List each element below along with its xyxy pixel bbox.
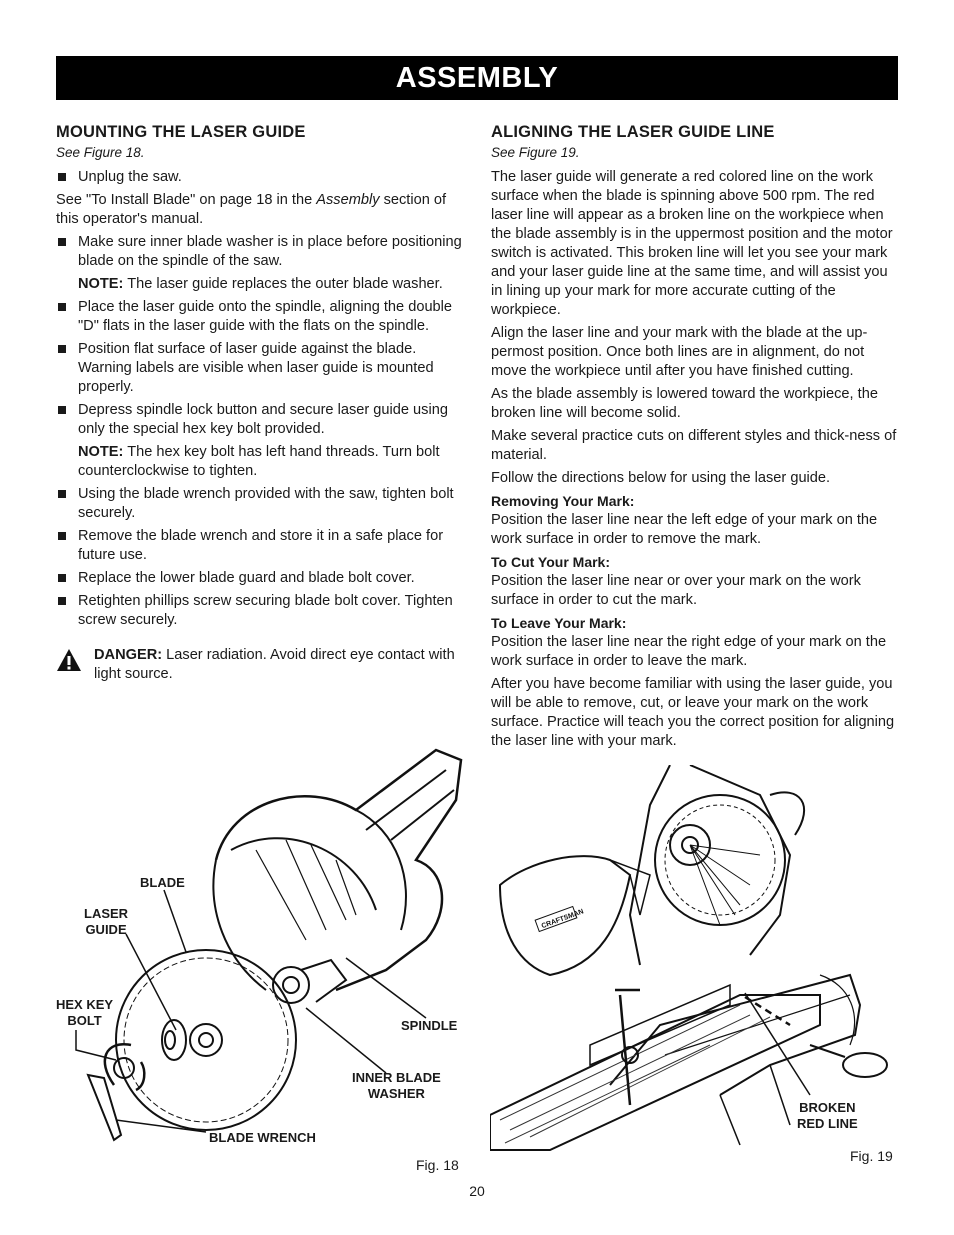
step-depress-lock: Depress spindle lock button and secure l… [56, 401, 462, 439]
label-laser-guide: LASER GUIDE [84, 906, 128, 938]
page-title: ASSEMBLY [395, 62, 559, 94]
step-position-surface: Position flat surface of laser guide aga… [56, 340, 462, 397]
label-blade: BLADE [140, 875, 185, 890]
danger-label: DANGER: [94, 647, 163, 663]
follow-paragraph: Follow the directions below for using th… [491, 470, 831, 486]
label-laser-guide-line1: LASER [84, 906, 129, 921]
page-number: 20 [469, 1183, 485, 1199]
removing-mark-heading: Removing Your Mark: [491, 493, 635, 509]
see-figure-18: See Figure 18. [56, 145, 145, 160]
label-blade-wrench: BLADE WRENCH [209, 1130, 316, 1145]
left-column: MOUNTING THE LASER GUIDE See Figure 18. … [56, 122, 462, 684]
note-left-hand-threads: NOTE: The hex key bolt has left hand thr… [56, 443, 462, 481]
label-hex-key-line1: HEX KEY [56, 997, 114, 1012]
step-unplug: Unplug the saw. [56, 168, 462, 187]
warning-triangle-icon [57, 649, 81, 671]
leave-mark-text: Position the laser line near the right e… [491, 634, 887, 669]
figure-18-illustration [75, 748, 463, 1142]
step-remove-wrench: Remove the blade wrench and store it in … [56, 527, 462, 565]
section-banner: ASSEMBLY [56, 56, 898, 100]
cut-mark-text: Position the laser line near or over you… [491, 573, 861, 608]
step-tighten-bolt: Using the blade wrench provided with the… [56, 485, 462, 523]
note-outer-washer: NOTE: The laser guide replaces the outer… [56, 275, 462, 294]
label-inner-washer-line1: INNER BLADE [352, 1070, 441, 1085]
note-label: NOTE: [78, 444, 124, 460]
aligning-heading: ALIGNING THE LASER GUIDE LINE [491, 123, 775, 141]
label-broken-line1: BROKEN [799, 1100, 856, 1115]
mounting-heading: MOUNTING THE LASER GUIDE [56, 123, 306, 141]
label-inner-blade-washer: INNER BLADE WASHER [352, 1070, 441, 1102]
figure-18-caption: Fig. 18 [416, 1157, 459, 1173]
danger-text: Laser radiation. Avoid direct eye contac… [94, 647, 455, 682]
note-text: The laser guide replaces the outer blade… [123, 276, 443, 292]
figure-19-caption: Fig. 19 [850, 1148, 893, 1164]
label-broken-line2: RED LINE [797, 1116, 858, 1131]
label-hex-key-bolt: HEX KEY BOLT [56, 997, 113, 1029]
step-retighten-screw: Retighten phillips screw securing blade … [56, 592, 462, 630]
practice-paragraph: Make several practice cuts on different … [491, 428, 897, 463]
label-hex-key-line2: BOLT [67, 1013, 102, 1028]
figure-19-illustration: CRAFTSMAN [490, 765, 888, 1151]
install-blade-reference: See "To Install Blade" on page 18 in the… [56, 191, 462, 229]
step-inner-washer: Make sure inner blade washer is in place… [56, 233, 462, 271]
label-spindle: SPINDLE [401, 1018, 458, 1033]
ref-text-a: See "To Install Blade" on page 18 in the [56, 192, 317, 208]
see-figure-19: See Figure 19. [491, 145, 580, 160]
cut-mark-heading: To Cut Your Mark: [491, 554, 610, 570]
leave-mark-heading: To Leave Your Mark: [491, 615, 627, 631]
step-replace-guard: Replace the lower blade guard and blade … [56, 569, 462, 588]
label-broken-red-line: BROKEN RED LINE [797, 1100, 858, 1132]
familiar-paragraph: After you have become familiar with usin… [491, 676, 895, 749]
label-laser-guide-line2: GUIDE [85, 922, 127, 937]
label-inner-washer-line2: WASHER [367, 1086, 425, 1101]
danger-notice: DANGER: Laser radiation. Avoid direct ey… [56, 646, 462, 684]
right-column: ALIGNING THE LASER GUIDE LINE See Figure… [491, 122, 898, 755]
removing-mark-text: Position the laser line near the left ed… [491, 512, 878, 547]
laser-intro-paragraph: The laser guide will generate a red colo… [491, 169, 893, 318]
ref-text-italic: Assembly [316, 192, 380, 208]
step-place-guide: Place the laser guide onto the spindle, … [56, 298, 462, 336]
ref-text-b: section of this operator's manual. [56, 192, 447, 227]
align-paragraph: Align the laser line and your mark with … [491, 325, 868, 379]
lowered-paragraph: As the blade assembly is lowered toward … [491, 386, 878, 421]
note-label: NOTE: [78, 276, 124, 292]
note-text: The hex key bolt has left hand threads. … [78, 444, 440, 479]
